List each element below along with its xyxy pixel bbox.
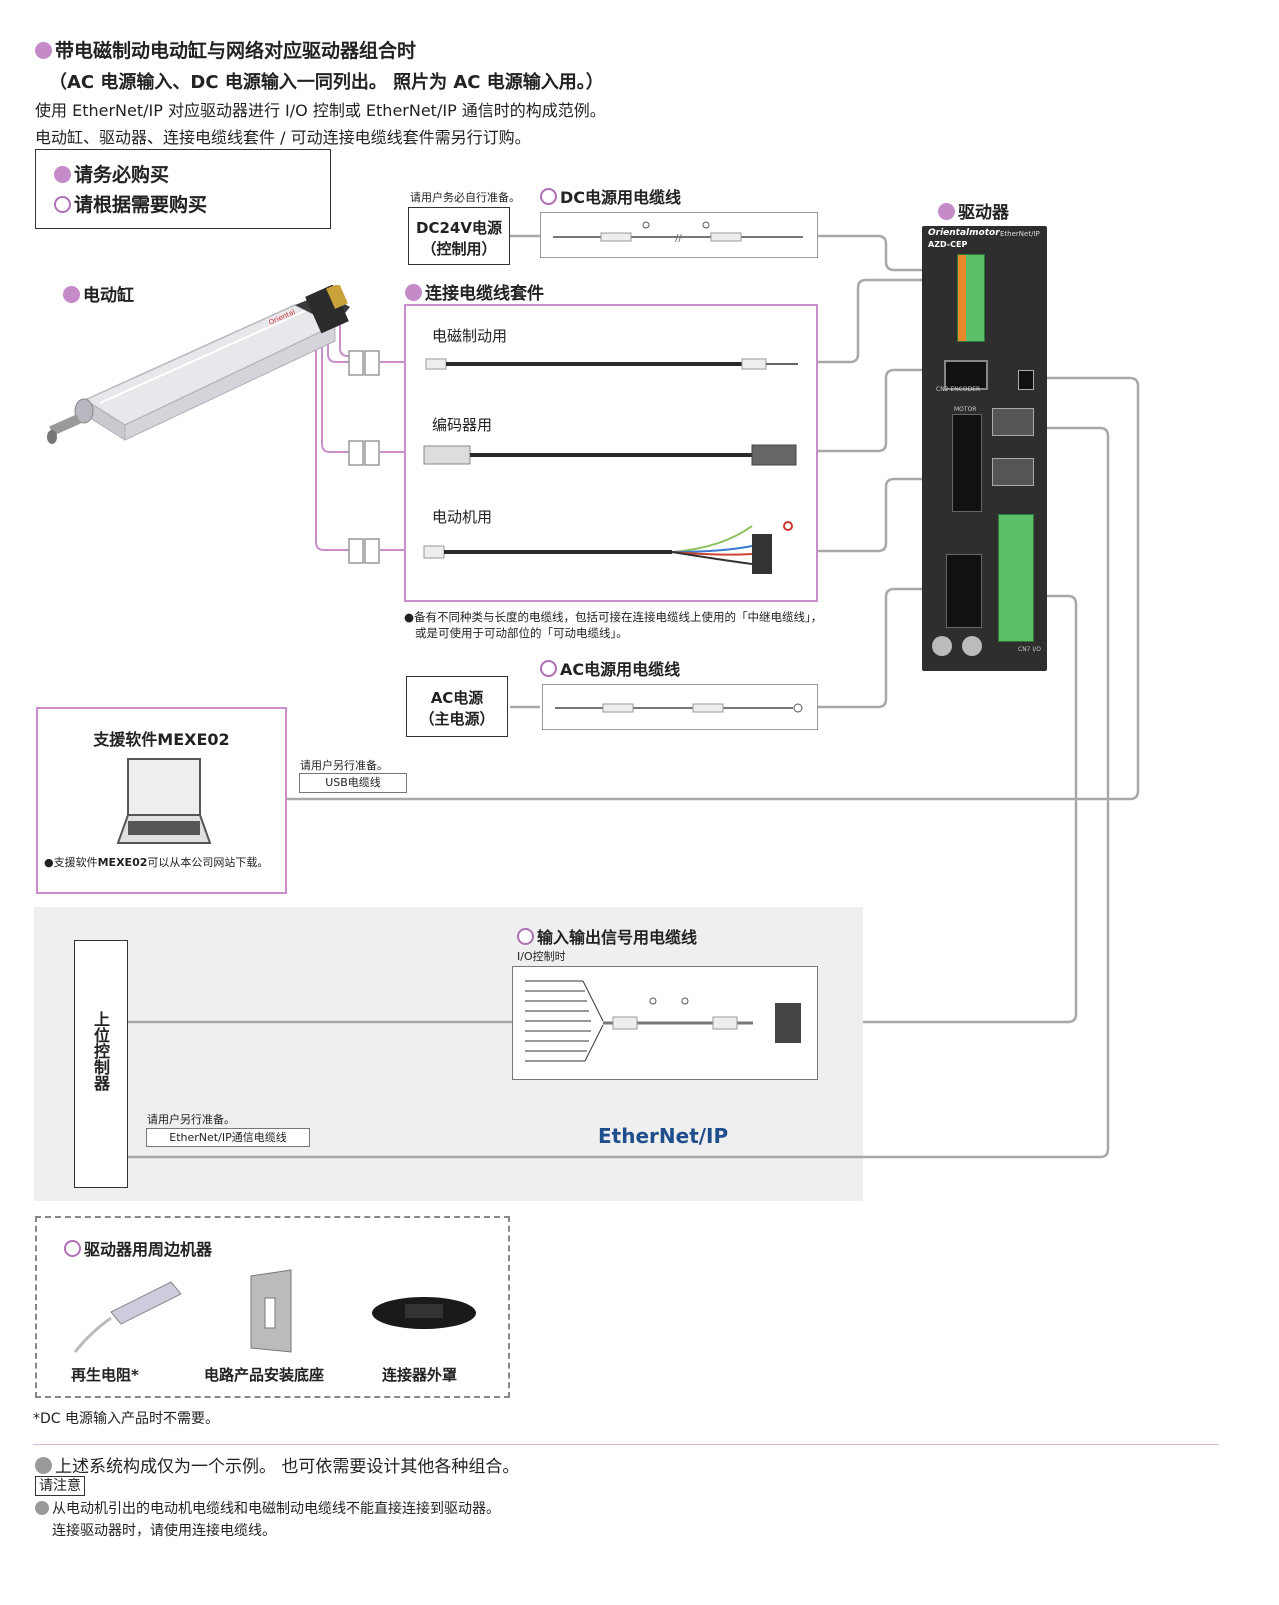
page-title: 带电磁制动电动缸与网络对应驱动器组合时 (35, 36, 606, 63)
kit-encoder-label: 编码器用 (432, 416, 493, 434)
ground-screw-icon (932, 636, 952, 656)
software-note: ●支援软件MEXE02可以从本公司网站下载。 (44, 856, 269, 869)
footer-warning-2: 连接驱动器时，请使用连接电缆线。 (52, 1523, 276, 1539)
cn7-io-terminal[interactable] (998, 514, 1034, 642)
electric-cylinder-image: Oriental (47, 285, 350, 444)
brake-cable-image[interactable] (422, 350, 802, 374)
driver-unit: Orientalmotor EtherNet/IP AZD-CEP CN2 EN… (922, 226, 1047, 671)
footer-divider (33, 1444, 1219, 1445)
legend-must-buy: 请务必购买 (54, 160, 169, 187)
open-circle-icon (517, 928, 534, 945)
io-cable-label: 输入输出信号用电缆线 (517, 924, 697, 948)
ac-cable-box[interactable] (542, 684, 818, 730)
filled-circle-icon (63, 286, 80, 303)
bullet-icon (35, 42, 52, 59)
usb-cable-label[interactable]: USB电缆线 (299, 773, 407, 793)
ac-supply-box: AC电源 （主电源） (406, 676, 508, 737)
peripherals-footnote: *DC 电源输入产品时不需要。 (33, 1411, 220, 1427)
attention-box: 请注意 (35, 1476, 85, 1496)
open-circle-icon (540, 660, 557, 677)
kit-label: 连接电缆线套件 (405, 279, 544, 304)
ethernet-ip-logo: EtherNet/IP (598, 1124, 729, 1148)
ground-screw-icon (962, 636, 982, 656)
peripheral-item-2: 连接器外罩 (382, 1366, 458, 1384)
filled-circle-icon (54, 166, 71, 183)
kit-note-2: 或是可使用于可动部位的「可动电缆线」。 (415, 626, 628, 640)
driver-network: EtherNet/IP (1000, 230, 1040, 238)
cn7-label: CN7 I/O (1018, 646, 1041, 653)
driver-model: AZD-CEP (928, 240, 968, 249)
usb-note: 请用户另行准备。 (300, 759, 388, 772)
open-circle-icon (64, 1240, 81, 1257)
filled-circle-icon (405, 284, 422, 301)
ethernet-port-1[interactable] (992, 408, 1034, 436)
peripheral-item-1: 电路产品安装底座 (204, 1366, 325, 1384)
legend-optional: 请根据需要购买 (54, 190, 207, 217)
driver-brand: Orientalmotor (928, 228, 1000, 238)
ethernet-note: 请用户另行准备。 (147, 1113, 235, 1126)
peripheral-item-0: 再生电阻* (71, 1366, 139, 1384)
cn2-label: CN2 ENCODER (936, 386, 981, 393)
dc-cable-label: DC电源用电缆线 (540, 184, 681, 208)
bullet-icon (35, 1501, 49, 1515)
description-1: 使用 EtherNet/IP 对应驱动器进行 I/O 控制或 EtherNet/… (35, 101, 606, 120)
ac-supply-line1: AC电源 (430, 689, 484, 707)
actuator-label: 电动缸 (63, 281, 134, 306)
open-circle-icon (54, 196, 71, 213)
dc-supply-note: 请用户务必自行准备。 (410, 191, 520, 204)
description-2: 电动缸、驱动器、连接电缆线套件 / 可动连接电缆线套件需另行订购。 (35, 128, 531, 147)
footer-example: 上述系统构成仅为一个示例。 也可依需要设计其他各种组合。 (35, 1452, 519, 1477)
page-subtitle: （AC 电源输入、DC 电源输入一同列出。 照片为 AC 电源输入用。） (49, 72, 604, 93)
driver-label: 驱动器 (938, 198, 1009, 223)
laptop-icon (116, 758, 212, 844)
regen-resistor-image (73, 1281, 182, 1353)
kit-note-1: ●备有不同种类与长度的电缆线，包括可接在连接电缆线上使用的「中继电缆线」， (404, 610, 823, 624)
software-title: 支援软件MEXE02 (93, 730, 230, 749)
peripherals-label: 驱动器用周边机器 (64, 1236, 212, 1260)
dc-supply-line2: （控制用） (421, 240, 497, 258)
motor-port[interactable] (952, 414, 982, 512)
ethernet-port-2[interactable] (992, 458, 1034, 486)
host-controller-label: 上位控制器 (91, 1011, 110, 1091)
ac-cable-image (555, 703, 803, 713)
io-sub: I/O控制时 (517, 950, 566, 963)
dc-cable-box[interactable]: // (540, 212, 818, 258)
bullet-icon (35, 1457, 52, 1474)
motor-cable-image[interactable] (422, 518, 802, 578)
peripherals-box: 驱动器用周边机器 再生电阻* 电路产品安装底座 连接器外罩 (35, 1216, 510, 1398)
host-controller-box[interactable]: 上位控制器 (74, 940, 128, 1188)
kit-motor-label: 电动机用 (432, 508, 493, 526)
open-circle-icon (540, 188, 557, 205)
footer-warning-1: 从电动机引出的电动机电缆线和电磁制动电缆线不能直接连接到驱动器。 (35, 1498, 500, 1518)
encoder-cable-image[interactable] (422, 442, 802, 468)
cn4-ac-port[interactable] (946, 554, 982, 628)
mounting-plate-image (250, 1269, 292, 1353)
header: 带电磁制动电动缸与网络对应驱动器组合时 （AC 电源输入、DC 电源输入一同列出… (35, 36, 606, 148)
svg-text://: // (675, 233, 682, 244)
cn1-terminal[interactable] (957, 254, 985, 342)
dc-supply-line1: DC24V电源 (416, 219, 502, 237)
io-cable-image (525, 980, 801, 1062)
io-cable-box[interactable] (512, 966, 818, 1080)
dc-cable-image: // (553, 221, 803, 244)
cn2-encoder-port[interactable] (944, 360, 988, 390)
dc-supply-box: DC24V电源 （控制用） (408, 207, 510, 265)
filled-circle-icon (938, 203, 955, 220)
ethernet-cable-label[interactable]: EtherNet/IP通信电缆线 (146, 1128, 310, 1147)
ac-cable-label: AC电源用电缆线 (540, 656, 680, 680)
ac-supply-line2: （主电源） (419, 710, 495, 728)
kit-box: 电磁制动用 编码器用 电动机用 (404, 304, 818, 602)
usb-port[interactable] (1018, 370, 1034, 390)
motor-port-label: MOTOR (954, 406, 977, 413)
software-box: 支援软件MEXE02 ●支援软件MEXE02可以从本公司网站下载。 (36, 707, 287, 894)
connector-cover-image (372, 1297, 476, 1329)
legend-box: 请务必购买 请根据需要购买 (35, 149, 331, 229)
kit-brake-label: 电磁制动用 (432, 327, 508, 345)
